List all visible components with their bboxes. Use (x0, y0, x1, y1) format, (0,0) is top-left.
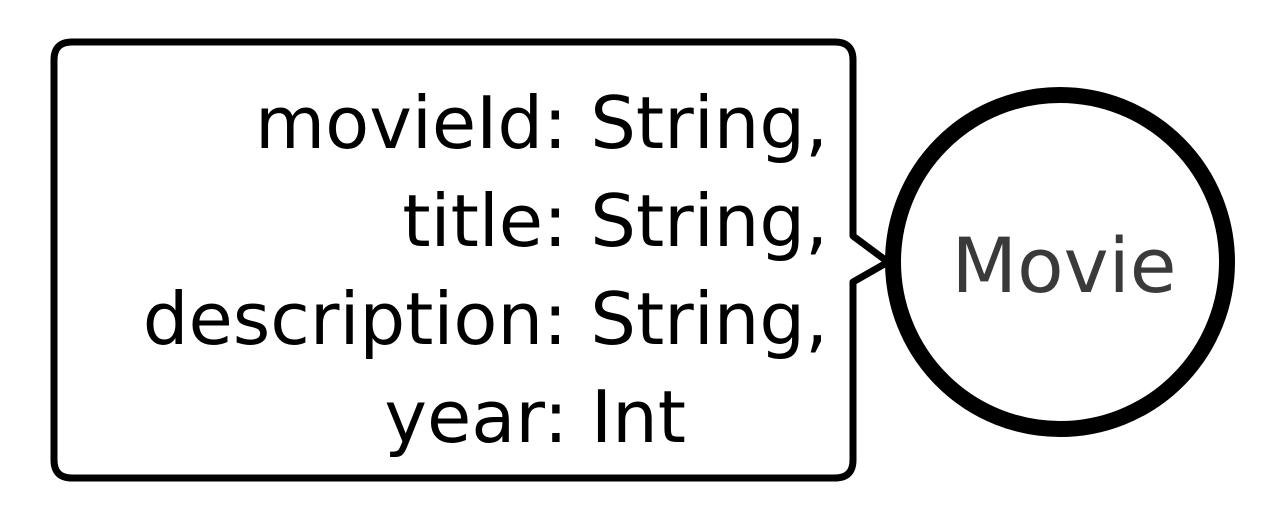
movie-node-circle[interactable] (885, 87, 1235, 437)
property-line-year: year: Int (384, 375, 686, 459)
properties-callout-box (50, 38, 892, 482)
property-line-movieid: movieId: String, (255, 81, 828, 165)
property-line-title: title: String, (402, 179, 828, 263)
property-line-description: description: String, (143, 277, 828, 361)
movie-node-label: Movie (952, 221, 1177, 310)
